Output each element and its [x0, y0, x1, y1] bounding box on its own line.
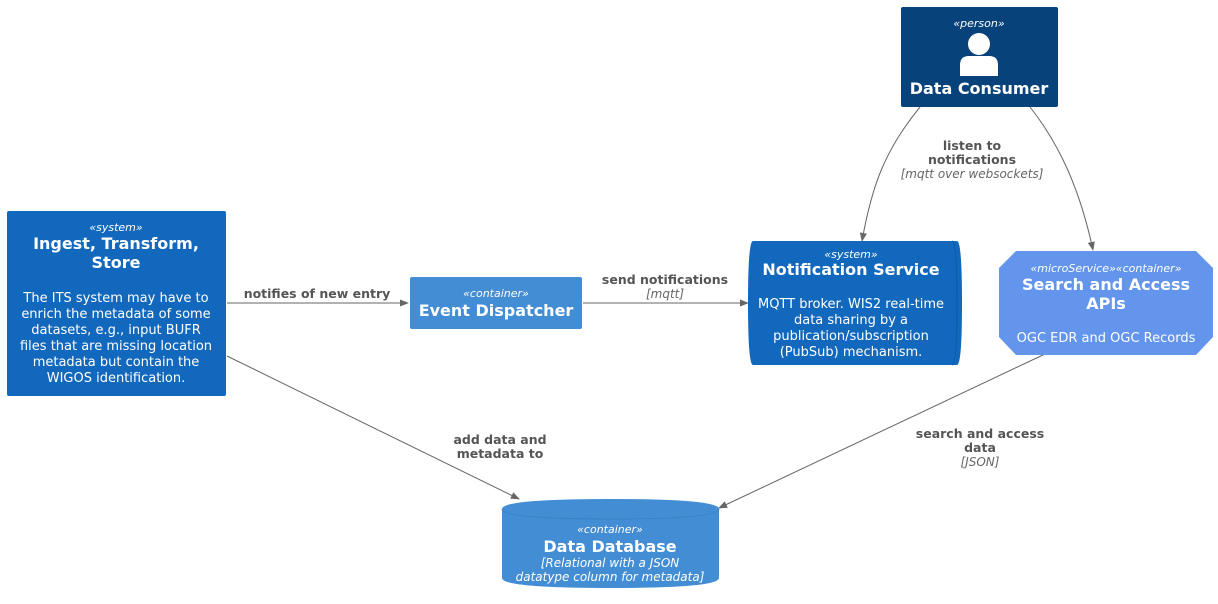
edge-send-label: send notifications: [602, 272, 728, 287]
edge-add-line: [226, 355, 520, 500]
node-ingest-desc-4: files that are missing location: [20, 339, 212, 354]
edge-listen: listen to notifications [mqtt over webso…: [859, 106, 1044, 242]
node-ingest-desc-6: WIGOS identification.: [47, 371, 186, 386]
node-ingest-title-2: Store: [92, 253, 141, 272]
edge-consumer-search: [1029, 106, 1095, 251]
edge-send: send notifications [mqtt]: [583, 272, 749, 307]
node-notification-service-title: Notification Service: [762, 260, 939, 279]
node-notification-service-box: [748, 241, 962, 365]
edge-listen-line: [859, 106, 921, 242]
node-ingest[interactable]: «system» Ingest, Transform, Store The IT…: [7, 211, 226, 396]
node-search-access-apis[interactable]: «microService»«container» Search and Acc…: [999, 251, 1213, 355]
person-icon: [960, 33, 998, 76]
node-search-access-apis-desc: OGC EDR and OGC Records: [1017, 331, 1196, 346]
node-notification-service-desc-4: (PubSub) mechanism.: [780, 345, 923, 360]
node-data-database-stereotype: «container»: [577, 523, 643, 536]
edge-add-label-1: add data and: [453, 432, 546, 447]
edge-add-label-2: metadata to: [457, 446, 544, 461]
edge-listen-label-2: notifications: [928, 152, 1016, 167]
node-ingest-desc-1: The ITS system may have to: [22, 291, 208, 306]
node-data-consumer-title: Data Consumer: [910, 79, 1049, 98]
node-search-access-apis-stereotype: «microService»«container»: [1030, 262, 1181, 275]
node-data-database-rim: [501, 508, 720, 520]
edge-search-data-tech: [JSON]: [961, 455, 1000, 469]
node-ingest-title-1: Ingest, Transform,: [33, 234, 199, 253]
node-search-access-apis-box: [999, 251, 1213, 355]
edge-consumer-search-line: [1029, 106, 1095, 251]
node-data-database-tech-2: datatype column for metadata]: [516, 570, 705, 584]
node-notification-service-desc-3: publication/subscription: [773, 329, 929, 344]
edge-search-data-label-2: data: [964, 440, 996, 455]
node-notification-service-stereotype: «system»: [824, 248, 878, 261]
edge-add: add data and metadata to: [226, 355, 547, 500]
node-data-database[interactable]: «container» Data Database [Relational wi…: [501, 499, 720, 588]
node-ingest-stereotype: «system»: [89, 221, 143, 234]
node-event-dispatcher-title: Event Dispatcher: [419, 301, 574, 320]
edge-listen-label-1: listen to: [943, 138, 1002, 153]
node-data-database-tech-1: [Relational with a JSON: [541, 556, 680, 570]
node-data-database-body: [502, 499, 719, 588]
edge-send-tech: [mqtt]: [646, 287, 684, 301]
node-search-access-apis-title-1: Search and Access: [1022, 275, 1190, 294]
node-notification-service[interactable]: «system» Notification Service MQTT broke…: [748, 240, 962, 366]
node-event-dispatcher-box: [410, 277, 582, 329]
node-ingest-desc-3: datasets, e.g., input BUFR: [31, 323, 200, 338]
node-event-dispatcher-stereotype: «container»: [463, 287, 529, 300]
node-notification-service-desc-2: data sharing by a: [794, 313, 908, 328]
node-data-database-title: Data Database: [543, 537, 676, 556]
node-event-dispatcher[interactable]: «container» Event Dispatcher: [410, 277, 582, 329]
node-ingest-desc-2: enrich the metadata of some: [21, 307, 210, 322]
node-notification-service-edge: [951, 240, 958, 366]
node-search-access-apis-title-2: APIs: [1086, 294, 1126, 313]
edge-notifies: notifies of new entry: [227, 286, 409, 307]
edge-search-data-line: [718, 353, 1046, 509]
edge-listen-tech: [mqtt over websockets]: [901, 167, 1044, 181]
edge-search-data-label-1: search and access: [916, 426, 1044, 441]
node-ingest-box: [7, 211, 226, 396]
node-data-consumer-stereotype: «person»: [953, 17, 1004, 30]
edge-notifies-label: notifies of new entry: [244, 286, 391, 301]
node-data-consumer[interactable]: «person» Data Consumer: [901, 7, 1058, 107]
node-notification-service-desc-1: MQTT broker. WIS2 real-time: [758, 297, 944, 312]
edge-search-data: search and access data [JSON]: [718, 353, 1046, 509]
node-ingest-desc-5: metadata but contain the: [33, 355, 200, 370]
